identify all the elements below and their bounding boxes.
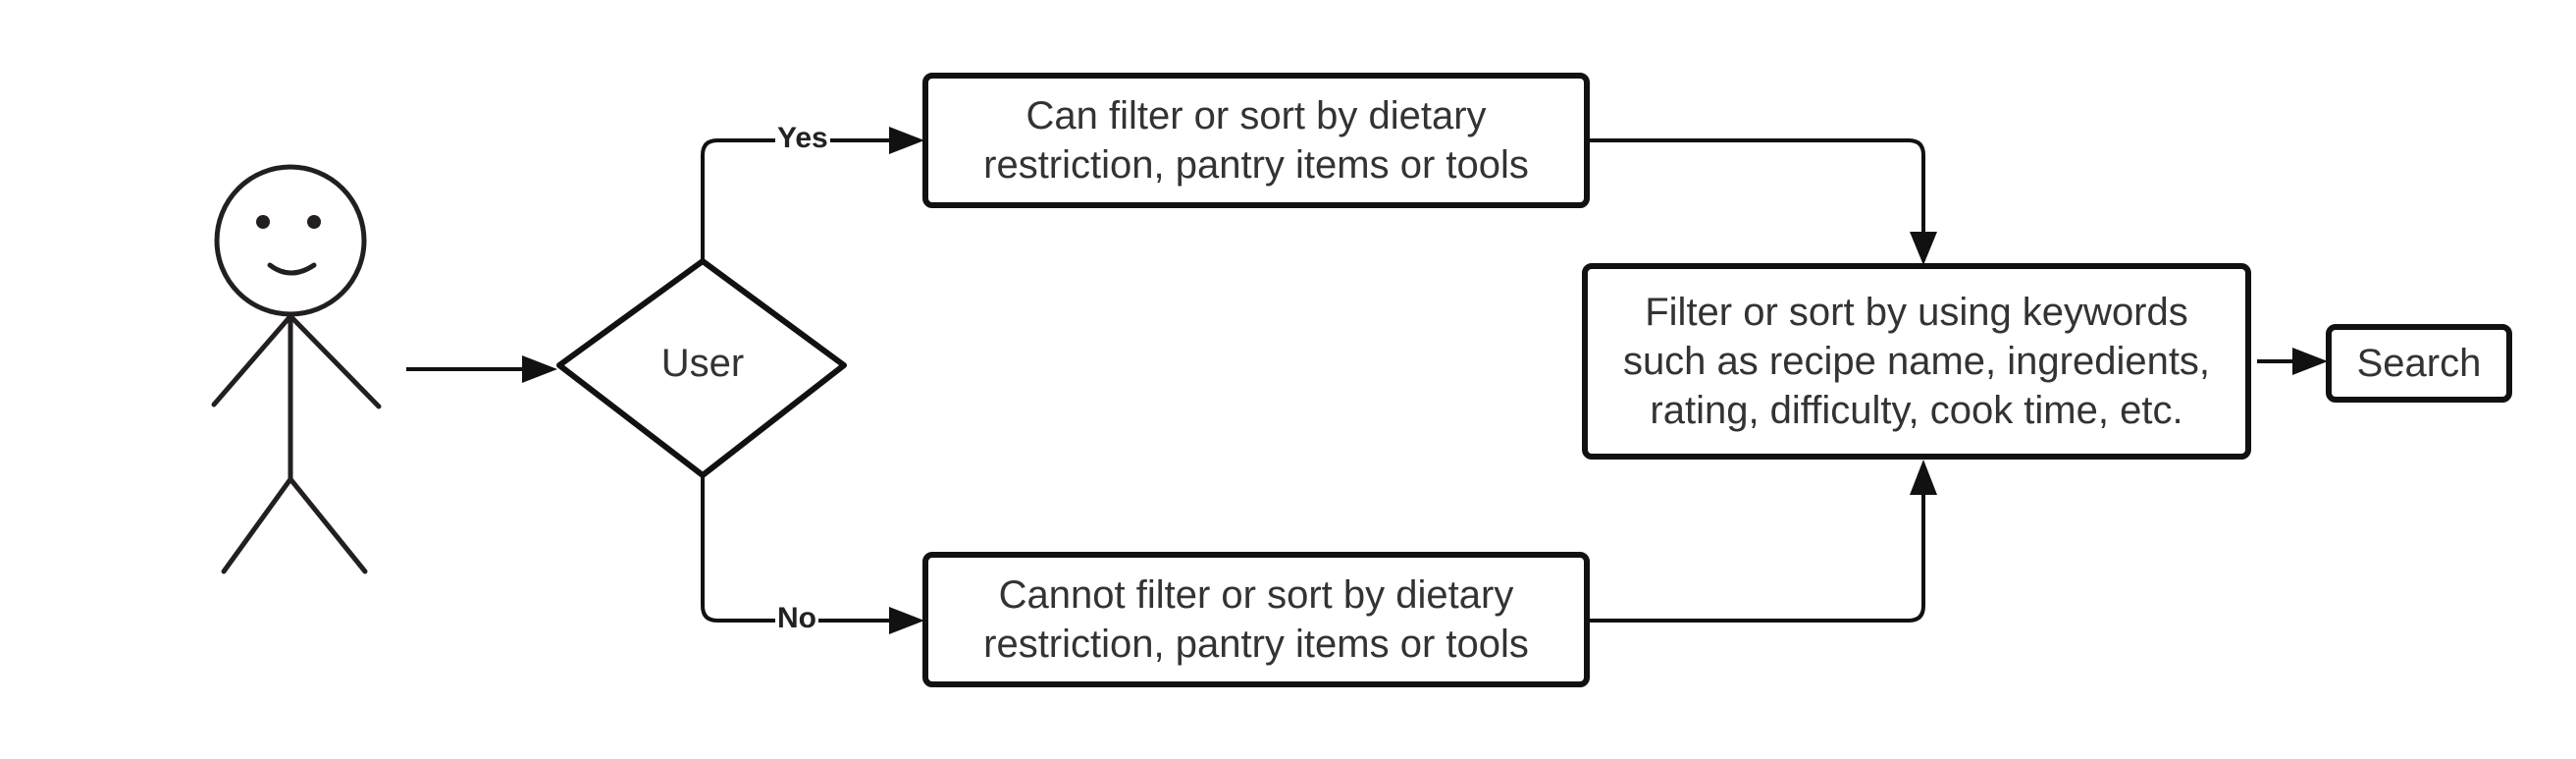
keyword-filter-line-2: such as recipe name, ingredients, [1622, 340, 2211, 383]
yes-outcome-box: Can filter or sort by dietary restrictio… [922, 73, 1590, 208]
edge-label-yes: Yes [775, 122, 830, 155]
edge-label-no: No [775, 602, 818, 635]
keyword-filter-line-3: rating, difficulty, cook time, etc. [1650, 389, 2183, 432]
no-outcome-line-2: restriction, pantry items or tools [983, 623, 1529, 666]
search-label: Search [2356, 342, 2482, 385]
yes-outcome-line-1: Can filter or sort by dietary [1025, 94, 1487, 137]
no-outcome-text: Cannot filter or sort by dietary restric… [983, 570, 1529, 669]
keyword-filter-text: Filter or sort by using keywords such as… [1623, 288, 2210, 435]
no-outcome-line-1: Cannot filter or sort by dietary [998, 573, 1514, 617]
edge-no-to-keywords [1590, 479, 1925, 623]
edge-no [701, 475, 903, 623]
yes-outcome-text: Can filter or sort by dietary restrictio… [983, 91, 1529, 190]
decision-label: User [660, 342, 745, 385]
stick-figure-icon [211, 164, 382, 574]
keyword-filter-line-1: Filter or sort by using keywords [1645, 291, 2188, 334]
keyword-filter-box: Filter or sort by using keywords such as… [1582, 263, 2251, 460]
yes-outcome-line-2: restriction, pantry items or tools [983, 143, 1529, 187]
no-outcome-box: Cannot filter or sort by dietary restric… [922, 552, 1590, 687]
search-box: Search [2326, 324, 2512, 403]
edge-yes-to-keywords [1590, 138, 1925, 247]
edge-yes [701, 138, 903, 261]
